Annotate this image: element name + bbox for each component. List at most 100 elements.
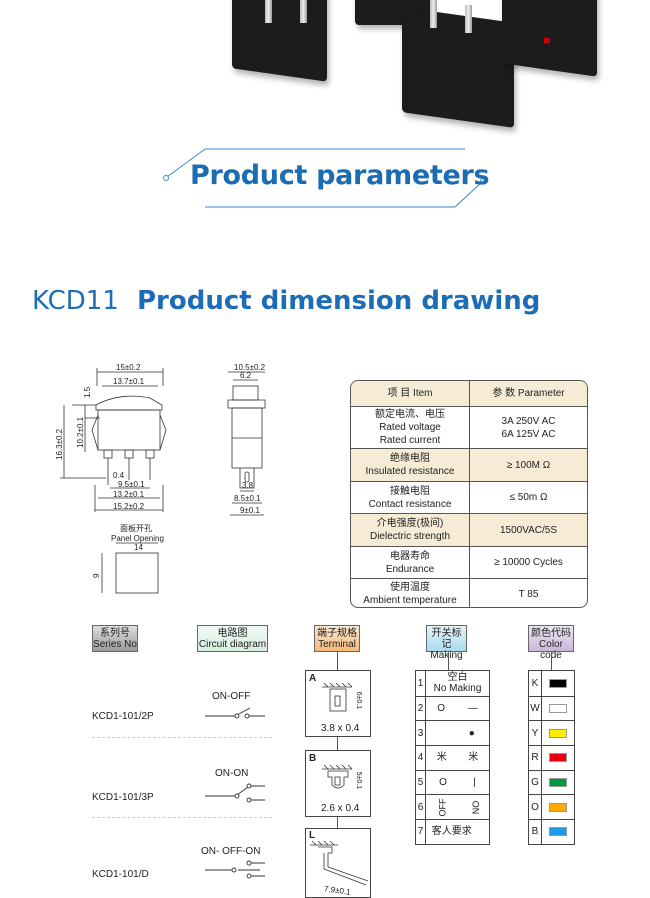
header-cn: 颜色代码 (531, 628, 571, 639)
dim-label: 13.2±0.1 (113, 490, 145, 499)
color-letter: R (529, 746, 542, 770)
color-row: O (529, 794, 574, 820)
header-cn: 电路图 (217, 628, 248, 639)
color-letter: G (529, 770, 542, 795)
color-swatch (549, 802, 567, 812)
making-number: 2 (416, 696, 426, 721)
circuit-label: ON-ON (215, 768, 249, 779)
item-value: ≤ 50m Ω (509, 492, 548, 503)
color-swatch (549, 704, 567, 714)
section-title: Product parameters (190, 160, 490, 191)
item-en: Rated voltage (379, 422, 441, 433)
terminal-code: B (309, 753, 317, 764)
making-b: — (467, 703, 478, 715)
series-name: KCD1-101/3P (92, 792, 154, 803)
color-row: Y (529, 720, 574, 746)
header-cn: 端子规格 (317, 628, 357, 639)
terminal-a: A 6±0.1 3.8 x 0.4 (305, 670, 371, 737)
terminal-l: L 7.9±0.1 (305, 828, 371, 898)
circuit-label: ON-OFF (212, 691, 251, 702)
terminal-dim: 5±0.1 (354, 771, 362, 790)
dim-label: 9 (92, 573, 101, 578)
making-a: 米 (436, 752, 447, 764)
color-swatch (549, 728, 567, 738)
color-letter: W (529, 696, 542, 721)
dim-label: 9.5±0.1 (118, 480, 145, 489)
dim-label: 16.3±0.2 (55, 428, 64, 460)
circuit-label: ON- OFF-ON (201, 846, 261, 857)
item-value: 3A 250V AC (501, 415, 556, 427)
terminal-code: A (309, 673, 317, 684)
header-parameter: 参 数 Parameter (492, 388, 565, 399)
color-letter: Y (529, 721, 542, 746)
making-number: 4 (416, 746, 426, 770)
item-cn: 接触电阻 (390, 485, 430, 497)
color-letter: B (529, 820, 542, 844)
item-cn: 绝缘电阻 (390, 453, 430, 464)
color-letter: O (529, 795, 542, 820)
making-b: 米 (468, 752, 479, 764)
making-a: 空白 (447, 672, 468, 684)
dimension-drawing: 15±0.2 13.7±0.1 1.5 10.2±0.1 16.3±0.2 0.… (55, 363, 266, 594)
header-item: 项 目 Item (351, 381, 470, 406)
header-en: Circuit diagram (198, 639, 267, 650)
dim-label: 6.2 (240, 371, 252, 380)
color-row: B (529, 819, 574, 844)
item-en: Endurance (385, 563, 435, 575)
item-en: Contact resistance (368, 498, 452, 510)
color-letter: K (529, 671, 542, 696)
item-en: Dielectric strength (369, 531, 451, 542)
item-en: Ambient temperature (363, 595, 457, 606)
terminal-size: 2.6 x 0.4 (321, 803, 360, 814)
item-value: ≥ 100M Ω (506, 459, 551, 471)
item-cn: 使用温度 (390, 582, 430, 593)
dim-label: 15.2±0.2 (113, 502, 145, 511)
series-name: KCD1-101/D (92, 869, 149, 880)
making-a: 客人要求 (431, 826, 472, 838)
item-cn: 介电强度(极间) (376, 518, 444, 529)
item-en: Rated current (379, 435, 441, 446)
making-number: 5 (416, 770, 426, 795)
dim-label: 14 (134, 543, 143, 552)
panel-label-cn: 面板开孔 (120, 523, 152, 533)
circuit-symbol-on-on (205, 783, 265, 803)
making-b: ● (468, 727, 475, 739)
header-cn: 系列号 (100, 628, 130, 639)
dimension-title-text: Product dimension drawing (137, 286, 541, 316)
making-a: OFF (437, 798, 448, 817)
dim-label: 10.5±0.2 (234, 363, 266, 372)
title-decoration (163, 148, 486, 208)
dim-label: 1.5 (83, 386, 92, 398)
terminal-code: L (309, 830, 316, 841)
item-en: Insulated resistance (365, 466, 455, 477)
item-value: T 85 (518, 588, 539, 600)
item-value: 1500VAC/5S (499, 524, 558, 536)
dim-label: 8.5±0.1 (234, 494, 261, 503)
color-row: W (529, 695, 574, 721)
header-en: Series No (93, 639, 137, 650)
table-row: 介电强度(极间) Dielectric strength 1500VAC/5S (351, 513, 587, 546)
making-a: O (437, 703, 446, 715)
circuit-symbol-on-off (205, 707, 265, 719)
color-swatch (549, 778, 567, 788)
making-row: 3● (416, 720, 489, 746)
dim-label: 3.8 (242, 481, 254, 490)
dimension-title: KCD11 Product dimension drawing (32, 286, 540, 316)
dim-label: 9±0.1 (240, 506, 261, 515)
circuit-symbol-on-off-on (205, 860, 265, 879)
terminal-dim: 6±0.1 (354, 691, 362, 710)
